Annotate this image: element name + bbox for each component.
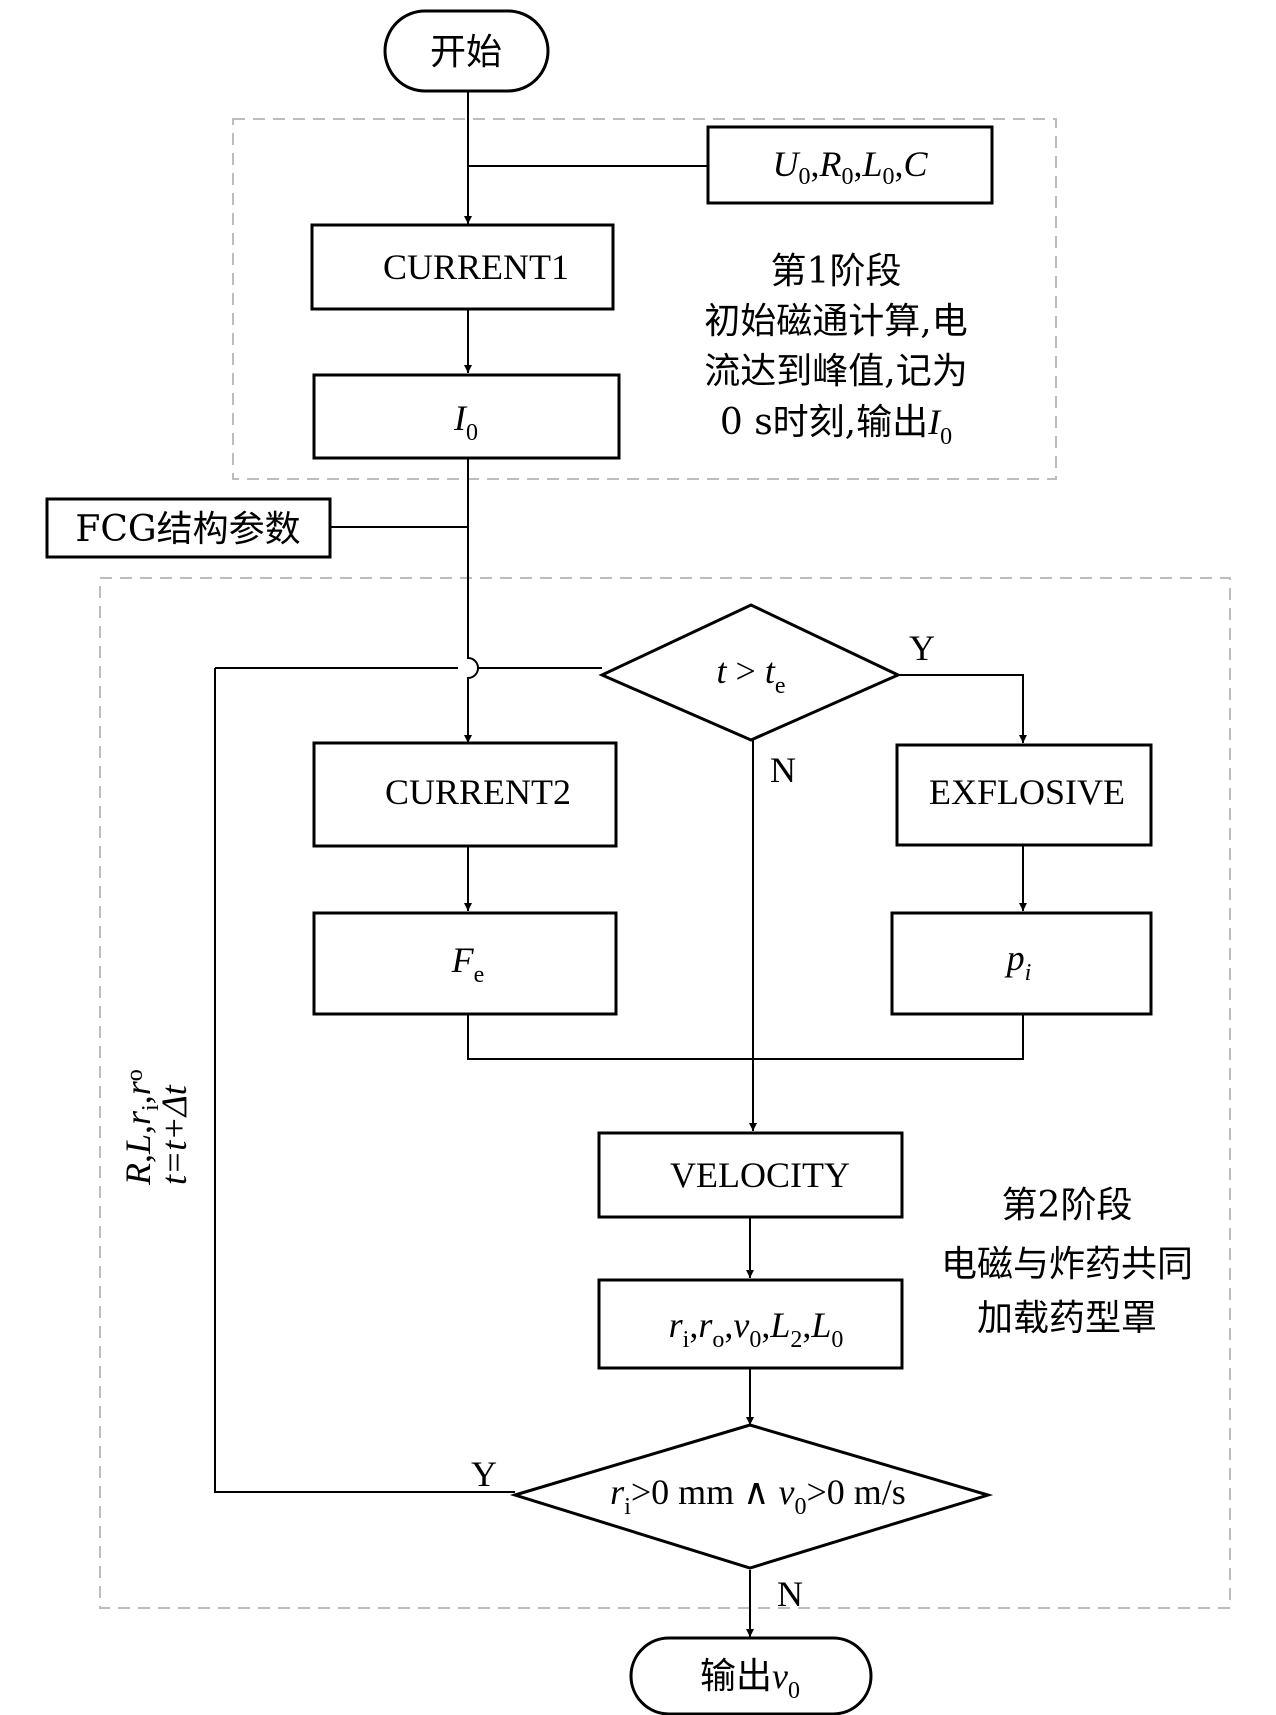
loop-vars-label: R,L,ri,ro [118,1069,164,1186]
fcg-box: FCG结构参数 [45,497,332,559]
line-fe-pi-merge [467,1014,1024,1060]
decision2-yes-label: Y [471,1454,497,1494]
decision2-no-label: N [777,1574,803,1614]
params-label: U0,R0,L0,C [772,144,928,190]
connectors [214,90,1027,1637]
pi-box: pi [890,911,1153,1016]
line-decision2-loop [214,668,515,1493]
current2-label: CURRENT2 [385,772,571,812]
stage1-note: 第1阶段 初始磁通计算,电 流达到峰值,记为 0 s时刻,输出I0 [704,251,967,450]
start-label: 开始 [430,32,502,73]
outputs-box: ri,ro,v0,L2,L0 [597,1278,904,1370]
loop-label: R,L,ri,ro t=t+Δt [118,1069,194,1186]
arrow-i0-current2 [464,458,479,743]
decision1-label: t > te [717,651,786,699]
params-box: U0,R0,L0,C [706,125,994,205]
fe-box: Fe [312,911,618,1016]
decision-t-te: t > te [598,603,902,742]
stage1-title: 第1阶段 [771,251,902,292]
stage1-line3: 流达到峰值,记为 [704,351,967,392]
end-label: 输出v0 [700,1656,800,1704]
stage1-group [232,118,1057,480]
stage2-line3: 加载药型罩 [977,1298,1157,1339]
start-terminal: 开始 [383,9,550,93]
stage1-line4: 0 s时刻,输出I0 [720,402,952,450]
decision1-no-label: N [770,750,796,790]
loop-update-label: t=t+Δt [154,1084,194,1185]
velocity-box: VELOCITY [597,1131,904,1219]
stage1-line2: 初始磁通计算,电 [704,301,967,342]
velocity-label: VELOCITY [670,1155,850,1195]
explosive-box: EXFLOSIVE [895,743,1153,847]
i0-box: I0 [312,373,621,460]
stage2-group [99,577,1231,1609]
stage2-note: 第2阶段 电磁与炸药共同 加载药型罩 [941,1185,1193,1339]
i0-label: I0 [453,398,478,446]
outputs-label: ri,ro,v0,L2,L0 [669,1305,844,1353]
end-terminal: 输出v0 [629,1636,873,1715]
decision-ri-v0: ri>0 mm ∧ v0>0 m/s [509,1423,994,1570]
stage2-line2: 电磁与炸药共同 [941,1244,1193,1285]
stage2-title: 第2阶段 [1002,1185,1133,1226]
current2-box: CURRENT2 [312,741,618,848]
decision1-yes-label: Y [909,628,935,668]
decision2-label: ri>0 mm ∧ v0>0 m/s [610,1472,906,1520]
explosive-label: EXFLOSIVE [929,772,1125,812]
arrow-decision1-explosive [898,674,1027,743]
fe-label: Fe [451,940,485,988]
fcg-label: FCG结构参数 [75,509,300,550]
pi-label: pi [1004,938,1032,986]
current1-label: CURRENT1 [383,247,569,287]
current1-box: CURRENT1 [310,223,615,311]
